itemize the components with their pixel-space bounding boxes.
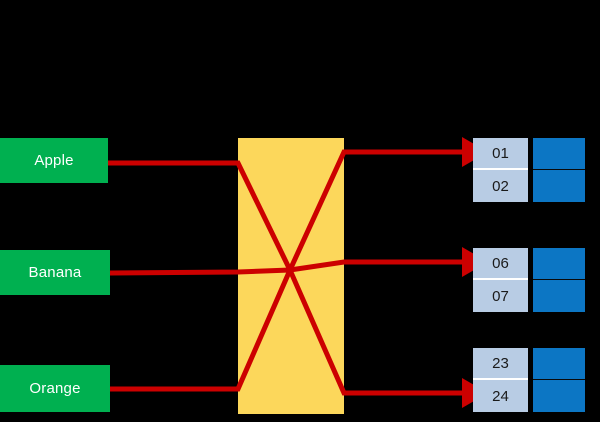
- bucket-block-column: [533, 138, 585, 202]
- bucket-index-column: 06 07: [473, 248, 528, 312]
- bucket-1[interactable]: 01 02: [473, 138, 585, 202]
- source-label: Banana: [28, 264, 82, 281]
- bucket-index-cell[interactable]: 07: [473, 280, 528, 312]
- source-box-orange[interactable]: Orange: [0, 365, 110, 412]
- source-box-apple[interactable]: Apple: [0, 138, 108, 183]
- bucket-index-cell[interactable]: 02: [473, 170, 528, 202]
- bucket-index-cell[interactable]: 24: [473, 380, 528, 412]
- bucket-block-cell: [533, 170, 585, 202]
- bucket-block-cell: [533, 280, 585, 312]
- bucket-index-column: 23 24: [473, 348, 528, 412]
- bucket-block-cell: [533, 138, 585, 170]
- bucket-block-column: [533, 348, 585, 412]
- source-label: Orange: [29, 380, 81, 397]
- bucket-3[interactable]: 23 24: [473, 348, 585, 412]
- bucket-2[interactable]: 06 07: [473, 248, 585, 312]
- hash-band: [238, 138, 344, 414]
- bucket-block-cell: [533, 380, 585, 412]
- bucket-block-cell: [533, 248, 585, 280]
- bucket-index-cell[interactable]: 01: [473, 138, 528, 170]
- bucket-block-column: [533, 248, 585, 312]
- bucket-index-cell[interactable]: 23: [473, 348, 528, 380]
- bucket-index-cell[interactable]: 06: [473, 248, 528, 280]
- bucket-index-column: 01 02: [473, 138, 528, 202]
- source-label: Apple: [34, 152, 74, 169]
- source-box-banana[interactable]: Banana: [0, 250, 110, 295]
- bucket-block-cell: [533, 348, 585, 380]
